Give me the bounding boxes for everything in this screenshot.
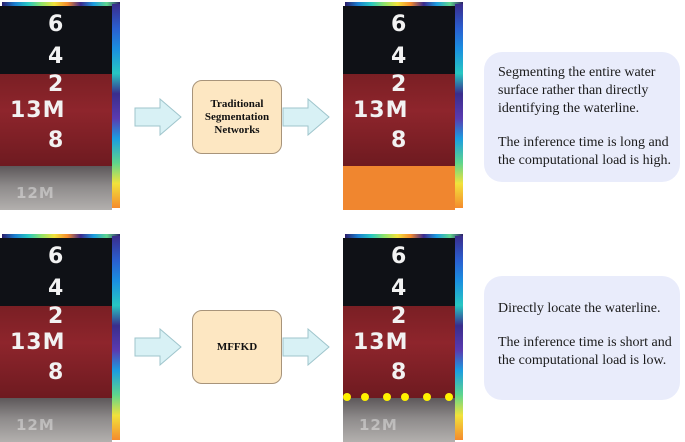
hyperspectral-edge-top (345, 2, 463, 8)
reflection-mark: 12M (16, 184, 55, 202)
draft-mark: 8 (48, 360, 65, 385)
right-arrow-icon (282, 328, 330, 366)
draft-mark: 6 (48, 12, 65, 37)
waterline-point (401, 393, 409, 401)
waterline-point (383, 393, 391, 401)
draft-mark: 2 (48, 72, 65, 97)
draft-mark: 4 (48, 276, 65, 301)
note-text: Segmenting the entire water surface rath… (498, 65, 656, 116)
process-box-mffkd: MFFKD (192, 310, 282, 384)
hyperspectral-edge-top (2, 234, 120, 240)
reflection-mark: 12M (359, 416, 398, 434)
draft-mark: 13M (10, 330, 66, 355)
input-image-row1: 6 4 2 13M 8 12M (0, 2, 120, 210)
hyperspectral-edge-top (345, 234, 463, 240)
draft-mark: 8 (391, 128, 408, 153)
note-text: Directly locate the waterline. (498, 301, 661, 316)
hyperspectral-edge-right (112, 4, 120, 208)
waterline-point (343, 393, 351, 401)
right-arrow-icon (134, 328, 182, 366)
segmented-water-region (343, 166, 455, 210)
draft-mark: 6 (391, 12, 408, 37)
right-arrow-icon (134, 98, 182, 136)
process-box-traditional-segmentation: Traditional Segmentation Networks (192, 80, 282, 154)
draft-mark: 6 (48, 244, 65, 269)
hull-image: 6 4 2 13M 8 12M (0, 6, 112, 210)
note-text: The inference time is short and the comp… (498, 335, 672, 368)
draft-mark: 4 (391, 44, 408, 69)
waterline-point (445, 393, 453, 401)
draft-mark: 4 (48, 44, 65, 69)
hull-image: 6 4 2 13M 8 12M (0, 238, 112, 442)
draft-mark: 2 (48, 304, 65, 329)
draft-mark: 6 (391, 244, 408, 269)
draft-mark: 8 (48, 128, 65, 153)
draft-mark: 2 (391, 304, 408, 329)
hyperspectral-edge-right (455, 4, 463, 208)
hyperspectral-edge-right (455, 236, 463, 440)
draft-mark: 8 (391, 360, 408, 385)
waterline-point (361, 393, 369, 401)
waterline-point (423, 393, 431, 401)
process-label: Traditional Segmentation Networks (204, 97, 270, 136)
hyperspectral-edge-right (112, 236, 120, 440)
draft-mark: 4 (391, 276, 408, 301)
right-arrow-icon (282, 98, 330, 136)
process-label: MFFKD (216, 340, 258, 353)
waterline-points (343, 393, 455, 403)
note-row1: Segmenting the entire water surface rath… (484, 52, 680, 182)
hyperspectral-edge-top (2, 2, 120, 8)
draft-mark: 2 (391, 72, 408, 97)
draft-mark: 13M (353, 98, 409, 123)
note-row2: Directly locate the waterline. The infer… (484, 276, 680, 400)
reflection-mark: 12M (16, 416, 55, 434)
hull-image: 6 4 2 13M 8 (343, 6, 455, 210)
output-image-row1: 6 4 2 13M 8 (343, 2, 463, 210)
draft-mark: 13M (10, 98, 66, 123)
note-text: The inference time is long and the compu… (498, 135, 672, 168)
input-image-row2: 6 4 2 13M 8 12M (0, 234, 120, 442)
output-image-row2: 6 4 2 13M 8 12M (343, 234, 463, 442)
hull-image: 6 4 2 13M 8 12M (343, 238, 455, 442)
draft-mark: 13M (353, 330, 409, 355)
